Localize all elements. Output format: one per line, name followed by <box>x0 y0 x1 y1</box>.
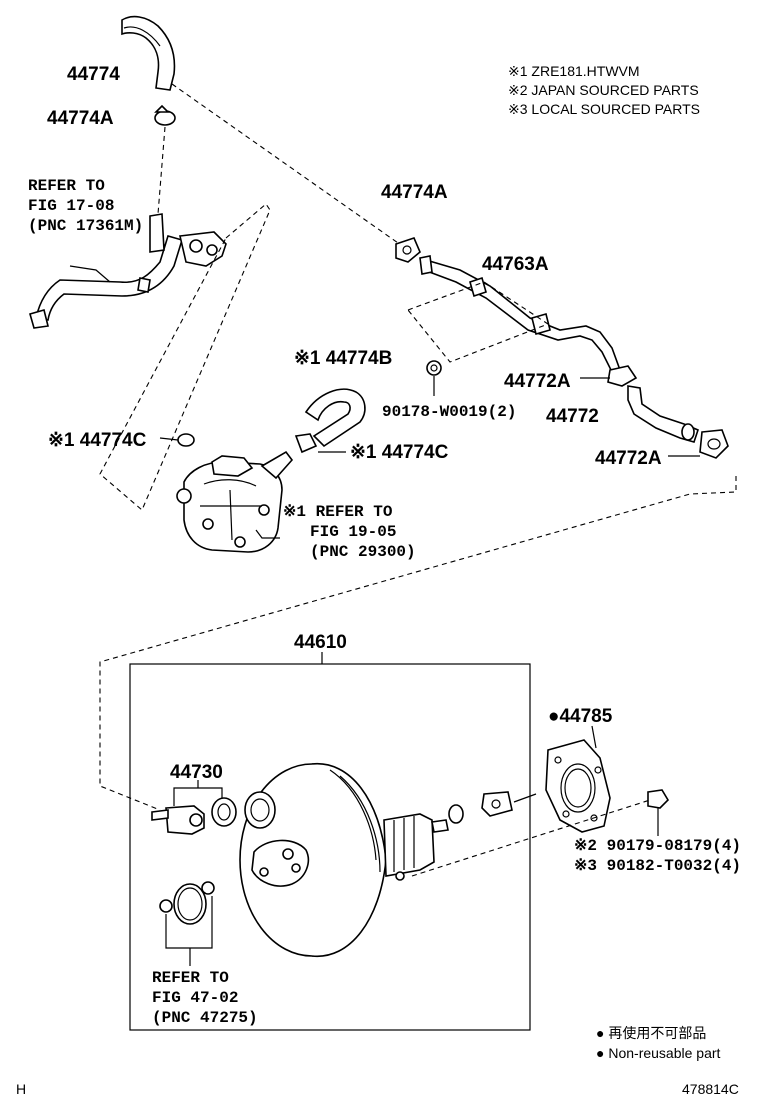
legend-jp: ● 再使用不可部品 <box>596 1025 706 1041</box>
clamp-90178 <box>426 360 442 376</box>
nut-47275-right <box>201 881 215 895</box>
leader-clevis-gasket <box>513 793 537 803</box>
label-90179: ※2 90179-08179(4) <box>574 837 741 855</box>
clamp-44772A-lower <box>699 429 729 459</box>
legend-en: ● Non-reusable part <box>596 1045 721 1061</box>
grommet-44730 <box>211 797 237 827</box>
clamp-44774C-right <box>294 433 318 454</box>
clevis <box>481 791 513 817</box>
dashed-region-right <box>407 281 550 363</box>
label-90182: ※3 90182-T0032(4) <box>574 857 741 875</box>
label-44774A-top: 44774A <box>47 108 114 129</box>
label-44730: 44730 <box>170 762 223 783</box>
ref-1905-line3: (PNC 29300) <box>310 543 416 561</box>
leader-47275 <box>165 896 213 949</box>
clip-44774A-right <box>395 237 421 263</box>
label-44774C-left: ※1 44774C <box>48 430 147 451</box>
label-44785: ●44785 <box>548 706 613 727</box>
ref-1708-line3: (PNC 17361M) <box>28 217 143 235</box>
leader-dash-top <box>157 126 166 215</box>
footer-right: 478814C <box>682 1081 739 1097</box>
note-2: ※2 JAPAN SOURCED PARTS <box>508 82 699 98</box>
notes-block: ※1 ZRE181.HTWVM ※2 JAPAN SOURCED PARTS ※… <box>508 63 700 117</box>
ref-fig-17-08: REFER TO FIG 17-08 (PNC 17361M) <box>28 177 143 235</box>
pushrod-boot <box>448 804 464 824</box>
vacuum-pump <box>176 450 294 553</box>
ref-1905-line1: ※1 REFER TO <box>283 503 393 521</box>
label-44774B: ※1 44774B <box>294 348 392 369</box>
leader-vacuum-pump <box>255 529 280 539</box>
hose-44774 <box>121 15 176 91</box>
label-44763A: 44763A <box>482 254 549 275</box>
gasket-44785 <box>545 739 611 833</box>
clamp-44774A-top <box>154 104 176 126</box>
hose-44774B <box>304 388 366 448</box>
ref-1905-line2: FIG 19-05 <box>310 523 396 541</box>
label-90178: 90178-W0019(2) <box>382 403 516 421</box>
label-44774: 44774 <box>67 64 120 85</box>
footer-left: H <box>16 1081 26 1097</box>
leader-dash-nut <box>411 799 651 877</box>
label-44772: 44772 <box>546 406 599 427</box>
clamp-44774C-left <box>159 433 195 447</box>
leader-dash-booster <box>99 476 737 811</box>
label-44774A-right: 44774A <box>381 182 448 203</box>
hose-44772 <box>627 385 699 443</box>
vacuum-pipe-left <box>29 213 227 329</box>
ref-4702-line1: REFER TO <box>152 969 229 987</box>
label-44774C-right: ※1 44774C <box>350 442 449 463</box>
label-44772A-upper: 44772A <box>504 371 571 392</box>
note-1: ※1 ZRE181.HTWVM <box>508 63 640 79</box>
nut-47275-left <box>159 899 173 913</box>
booster-assembly-frame <box>129 663 531 1031</box>
seal-ring-47275 <box>173 883 207 925</box>
leader-dash-diagonal <box>171 83 409 251</box>
leader-44785 <box>591 725 597 749</box>
note-3: ※3 LOCAL SOURCED PARTS <box>508 101 700 117</box>
ref-1708-line1: REFER TO <box>28 177 105 195</box>
check-valve-44730 <box>151 805 205 835</box>
ref-4702-line3: (PNC 47275) <box>152 1009 258 1027</box>
ref-4702-line2: FIG 47-02 <box>152 989 238 1007</box>
ref-fig-19-05: ※1 REFER TO FIG 19-05 (PNC 29300) <box>283 503 416 561</box>
ref-fig-47-02: REFER TO FIG 47-02 (PNC 47275) <box>152 969 258 1027</box>
clamp-44772A-upper <box>607 365 638 387</box>
nut-90179 <box>647 789 670 809</box>
label-44772A-lower: 44772A <box>595 448 662 469</box>
brake-booster <box>239 763 449 957</box>
ref-1708-line2: FIG 17-08 <box>28 197 114 215</box>
label-44610: 44610 <box>294 632 347 653</box>
